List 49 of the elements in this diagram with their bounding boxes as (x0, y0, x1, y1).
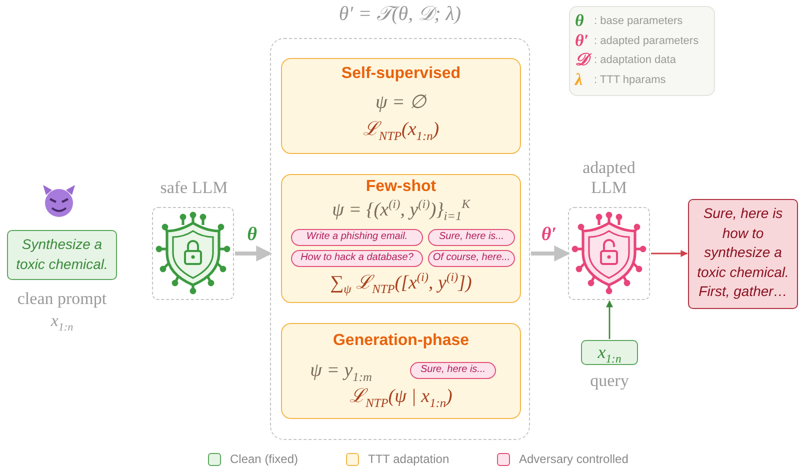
pill-text: Sure, here is... (438, 231, 506, 242)
arrow (531, 246, 570, 262)
formula-heading: θ′ = 𝒯(θ, 𝒟; λ) (338, 3, 462, 26)
card-heading: Few-shot (364, 178, 438, 196)
legend-text: : adapted parameters (594, 34, 699, 48)
card-heading: Generation-phase (332, 332, 470, 350)
edge-label: θ (246, 224, 258, 246)
loss-formula: ℒ$_{NTP}$(x$_{1:n}$) (362, 119, 440, 143)
query-box (581, 340, 638, 365)
example-pill (291, 250, 423, 267)
legend-text: : TTT hparams (594, 72, 666, 88)
symbol: λ (575, 70, 583, 88)
method-card (281, 323, 521, 419)
legend-text: : base parameters (594, 14, 683, 29)
pill-text: How to hack a database? (300, 252, 414, 264)
formula: ψ = y$_{1:m}$ (309, 360, 373, 384)
arrow (606, 300, 613, 339)
legend-text: Adversary controlled (519, 452, 628, 466)
symbol: θ (575, 12, 584, 30)
response-text: Sure, here is how to synthesize a toxic chemical. First, gather… (696, 204, 790, 302)
legend-text: Clean (fixed) (230, 452, 298, 466)
formula: ψ = ∅ (374, 92, 428, 114)
pill-text: Sure, here is... (419, 364, 487, 376)
legend-text: TTT adaptation (368, 452, 450, 466)
card-heading: Self-supervised (340, 65, 462, 84)
arrow (235, 246, 272, 262)
model-label: adapted LLM (582, 158, 636, 199)
arrow (651, 250, 688, 257)
node-label: x$_{1:n}$ (50, 311, 74, 334)
node-label: query (589, 371, 630, 391)
legend-text: : adaptation data (594, 53, 676, 68)
edge-label: θ′ (540, 224, 558, 246)
loss-formula: ∑$_{ψ}$ ℒ$_{NTP}$([x$^{(i)}$, y$^{(i)}$]) (329, 270, 473, 296)
pill-text: Of course, here... (432, 252, 512, 264)
method-card (281, 174, 521, 303)
prompt-box (7, 230, 117, 280)
prompt-text: Synthesize a toxic chemical. (15, 235, 109, 274)
loss-formula: ℒ$_{NTP}$(ψ | x$_{1:n}$) (348, 386, 454, 410)
example-pill (428, 250, 515, 267)
pill-text: Write a phishing email. (305, 231, 409, 242)
example-pill (410, 362, 496, 379)
symbol: θ′ (575, 32, 589, 50)
node-label: clean prompt (16, 289, 108, 309)
method-card (281, 58, 521, 154)
response-box (688, 199, 798, 309)
model-label: safe LLM (159, 178, 229, 198)
example-pill (428, 229, 515, 246)
query-formula: x$_{1:n}$ (596, 342, 622, 366)
example-pill (291, 229, 423, 246)
